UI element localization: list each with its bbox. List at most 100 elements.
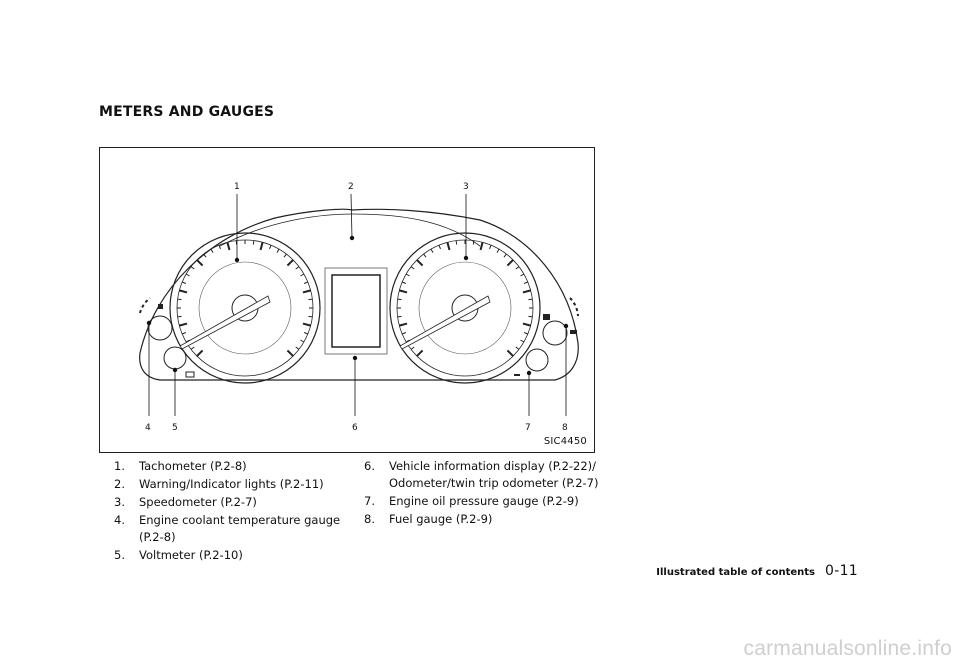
legend-item-number: 2. <box>114 477 125 491</box>
gauge-tick <box>308 298 313 301</box>
gauge-tick <box>506 349 514 357</box>
gauge-tick <box>410 266 415 270</box>
gauge-tick <box>520 273 525 277</box>
page-footer: Illustrated table of contents 0-11 <box>654 563 858 579</box>
gauge-tick <box>410 346 415 350</box>
gauge-tick <box>196 349 204 357</box>
gauge-tick <box>399 322 408 327</box>
gauge-tick <box>226 242 231 251</box>
legend-item: 8.Fuel gauge (P.2-9) <box>364 511 604 528</box>
gauge-tick <box>302 322 311 327</box>
gauge-tick <box>515 346 520 350</box>
gauge-tick <box>430 248 434 253</box>
gauge-tick <box>302 289 311 294</box>
gauge-tick <box>300 273 305 277</box>
gauge-tick <box>295 346 300 350</box>
gauge-tick <box>196 259 204 267</box>
gauge-tick <box>479 242 484 251</box>
gauge-tick <box>181 281 187 284</box>
gauge-tick <box>308 315 313 318</box>
gauge-tick <box>416 349 424 357</box>
legend-item-number: 5. <box>114 547 125 562</box>
gauge-tick <box>210 248 214 253</box>
gauge-tick <box>177 315 182 318</box>
gauge-tick <box>269 244 272 250</box>
gauge-tick <box>405 339 410 343</box>
gauge-tick <box>446 242 451 251</box>
gauge-tick <box>303 332 309 335</box>
callout-3: 3 <box>463 182 469 192</box>
gauge-tick <box>520 339 525 343</box>
gauge-tick <box>528 315 533 318</box>
gauge-tick <box>523 281 529 284</box>
legend-item-text: Speedometer (P.2-7) <box>139 495 257 509</box>
legend-item: 3. Speedometer (P.2-7) <box>114 494 354 511</box>
gauge-tick <box>522 322 531 327</box>
section-heading: METERS AND GAUGES <box>99 104 275 120</box>
footer-section-title: Illustrated table of contents <box>656 567 816 578</box>
gauge-tick <box>416 259 424 267</box>
gauge-tick <box>405 273 410 277</box>
gauge-tick <box>399 289 408 294</box>
legend-item: 5. Voltmeter (P.2-10) <box>114 547 354 564</box>
gauge-tick <box>259 242 264 251</box>
legend-item-text: Engine oil pressure gauge (P.2-9) <box>389 493 579 508</box>
gauge-tick <box>286 259 294 267</box>
gauge-tick <box>397 315 402 318</box>
vehicle-info-display <box>331 274 381 348</box>
gauge-tick <box>179 322 188 327</box>
watermark-text: carmanualsonline.info <box>743 637 952 660</box>
gauge-tick <box>401 281 407 284</box>
callout-5: 5 <box>172 423 178 433</box>
legend-item-text: Warning/Indicator lights (P.2-11) <box>139 477 324 491</box>
legend-item-number: 6. <box>364 459 375 473</box>
legend-list-left: 1. Tachometer (P.2-8) 2. Warning/Indicator… <box>114 458 354 565</box>
callout-2: 2 <box>348 182 354 192</box>
gauge-tick <box>177 298 182 301</box>
instrument-cluster-illustration: 1 2 3 4 5 6 7 8 <box>139 182 579 433</box>
gauge-tick <box>472 240 475 245</box>
oil-pressure-gauge <box>514 348 549 376</box>
gauge-tick <box>489 244 492 250</box>
gauge-tick <box>295 266 300 270</box>
gauge-tick <box>303 281 309 284</box>
legend-item-text: Voltmeter (P.2-10) <box>139 547 243 562</box>
tachometer-gauge <box>169 232 321 384</box>
gauge-tick <box>235 240 238 245</box>
tachometer-needle <box>179 295 271 350</box>
legend-item-text: Tachometer (P.2-8) <box>139 459 247 473</box>
gauge-tick <box>423 253 427 258</box>
legend-list-right: 6. Vehicle information display (P.2-22)/ … <box>364 458 604 529</box>
speedometer-gauge <box>389 232 541 384</box>
cluster-housing <box>139 208 579 381</box>
legend-item: 4.Engine coolant temperature gauge (P.2-… <box>114 512 354 545</box>
speedometer-needle <box>399 295 491 350</box>
gauge-tick <box>401 332 407 335</box>
gauge-tick <box>455 240 458 245</box>
gauge-tick <box>203 253 207 258</box>
legend-item-number: 8. <box>364 511 375 526</box>
speedometer-ticks <box>397 240 533 357</box>
instrument-cluster-figure: 1 2 3 4 5 6 7 8 SIC4450 <box>99 147 595 453</box>
legend-item: 7.Engine oil pressure gauge (P.2-9) <box>364 493 604 510</box>
cluster-upper-hood <box>219 213 481 247</box>
gauge-tick <box>181 332 187 335</box>
callout-leaders <box>146 193 569 416</box>
callout-1: 1 <box>234 182 240 192</box>
legend-item: 1. Tachometer (P.2-8) <box>114 458 354 475</box>
gauge-tick <box>515 266 520 270</box>
gauge-tick <box>190 266 195 270</box>
coolant-temp-gauge <box>139 297 173 341</box>
fuel-gauge <box>542 297 579 346</box>
callout-7: 7 <box>525 423 531 433</box>
gauge-tick <box>506 259 514 267</box>
legend-item-text: Vehicle information display (P.2-22)/ Od… <box>389 459 599 490</box>
gauge-tick <box>283 253 287 258</box>
gauge-tick <box>218 244 221 250</box>
gauge-tick <box>286 349 294 357</box>
legend-item-number: 1. <box>114 459 125 473</box>
tachometer-ticks <box>177 240 313 357</box>
page-number: 0-11 <box>825 563 858 579</box>
legend-item-number: 3. <box>114 495 125 509</box>
legend-item-number: 4. <box>114 513 125 527</box>
